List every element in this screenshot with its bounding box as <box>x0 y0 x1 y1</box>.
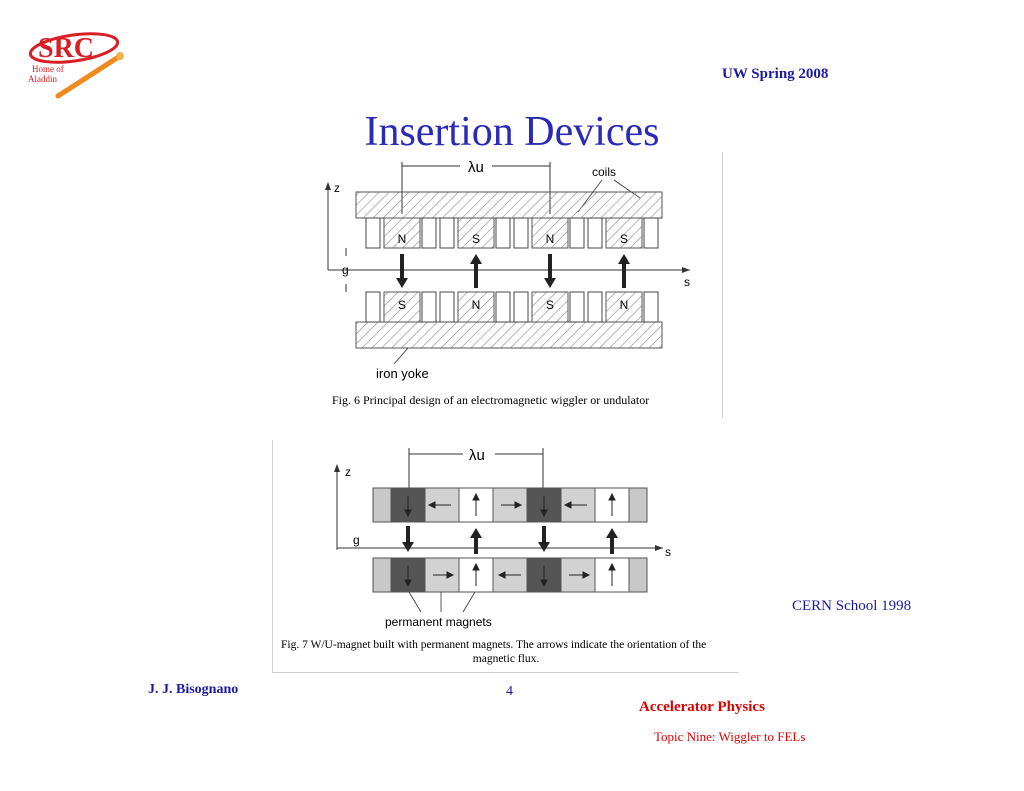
fig6-bottom-pole-2: N <box>472 298 481 312</box>
topic-label: Topic Nine: Wiggler to FELs <box>654 729 806 744</box>
fig6-top-pole-1: N <box>398 232 407 246</box>
figure-6-diagram: λu coils z s g N <box>325 159 690 407</box>
term-label: UW Spring 2008 <box>722 66 829 82</box>
fig6-s-label: s <box>684 275 690 289</box>
fig7-s-label: s <box>665 545 671 559</box>
src-logo: SRC Home of Aladdin <box>28 26 128 106</box>
figure-7-diagram: λu z s g <box>281 447 706 665</box>
course-title: Accelerator Physics <box>639 699 765 715</box>
fig6-top-pole-2: S <box>472 232 480 246</box>
fig7-z-label: z <box>345 465 351 479</box>
fig6-caption: Fig. 6 Principal design of an electromag… <box>332 393 649 407</box>
fig6-coils-label: coils <box>592 165 616 179</box>
fig7-caption-line1: Fig. 7 W/U-magnet built with permanent m… <box>281 639 706 651</box>
author-name: J. J. Bisognano <box>148 682 239 697</box>
page-title: Insertion Devices <box>364 109 660 155</box>
figure-6: λu coils z s g N <box>310 152 723 418</box>
fig7-caption-line2: magnetic flux. <box>473 653 540 665</box>
fig6-z-label: z <box>334 181 340 195</box>
page-number: 4 <box>506 684 513 699</box>
src-logo-graphic: SRC Home of Aladdin <box>28 32 124 99</box>
figure-7: λu z s g <box>272 440 739 673</box>
fig7-g-label: g <box>353 533 360 547</box>
fig6-bottom-pole-3: S <box>546 298 554 312</box>
fig7-lambda-label: λu <box>469 447 485 464</box>
logo-text: SRC <box>38 33 94 64</box>
fig6-lambda-label: λu <box>468 159 484 176</box>
fig7-magnets-label: permanent magnets <box>385 615 492 629</box>
fig6-yoke-label: iron yoke <box>376 366 429 381</box>
logo-subtext-line2: Aladdin <box>28 74 57 84</box>
fig6-top-pole-4: S <box>620 232 628 246</box>
logo-subtext-line1: Home of <box>32 64 64 74</box>
fig6-bottom-pole-1: S <box>398 298 406 312</box>
fig6-bottom-pole-4: N <box>620 298 629 312</box>
source-credit: CERN School 1998 <box>792 598 912 614</box>
fig6-top-pole-3: N <box>546 232 555 246</box>
fig6-g-label: g <box>342 263 349 277</box>
